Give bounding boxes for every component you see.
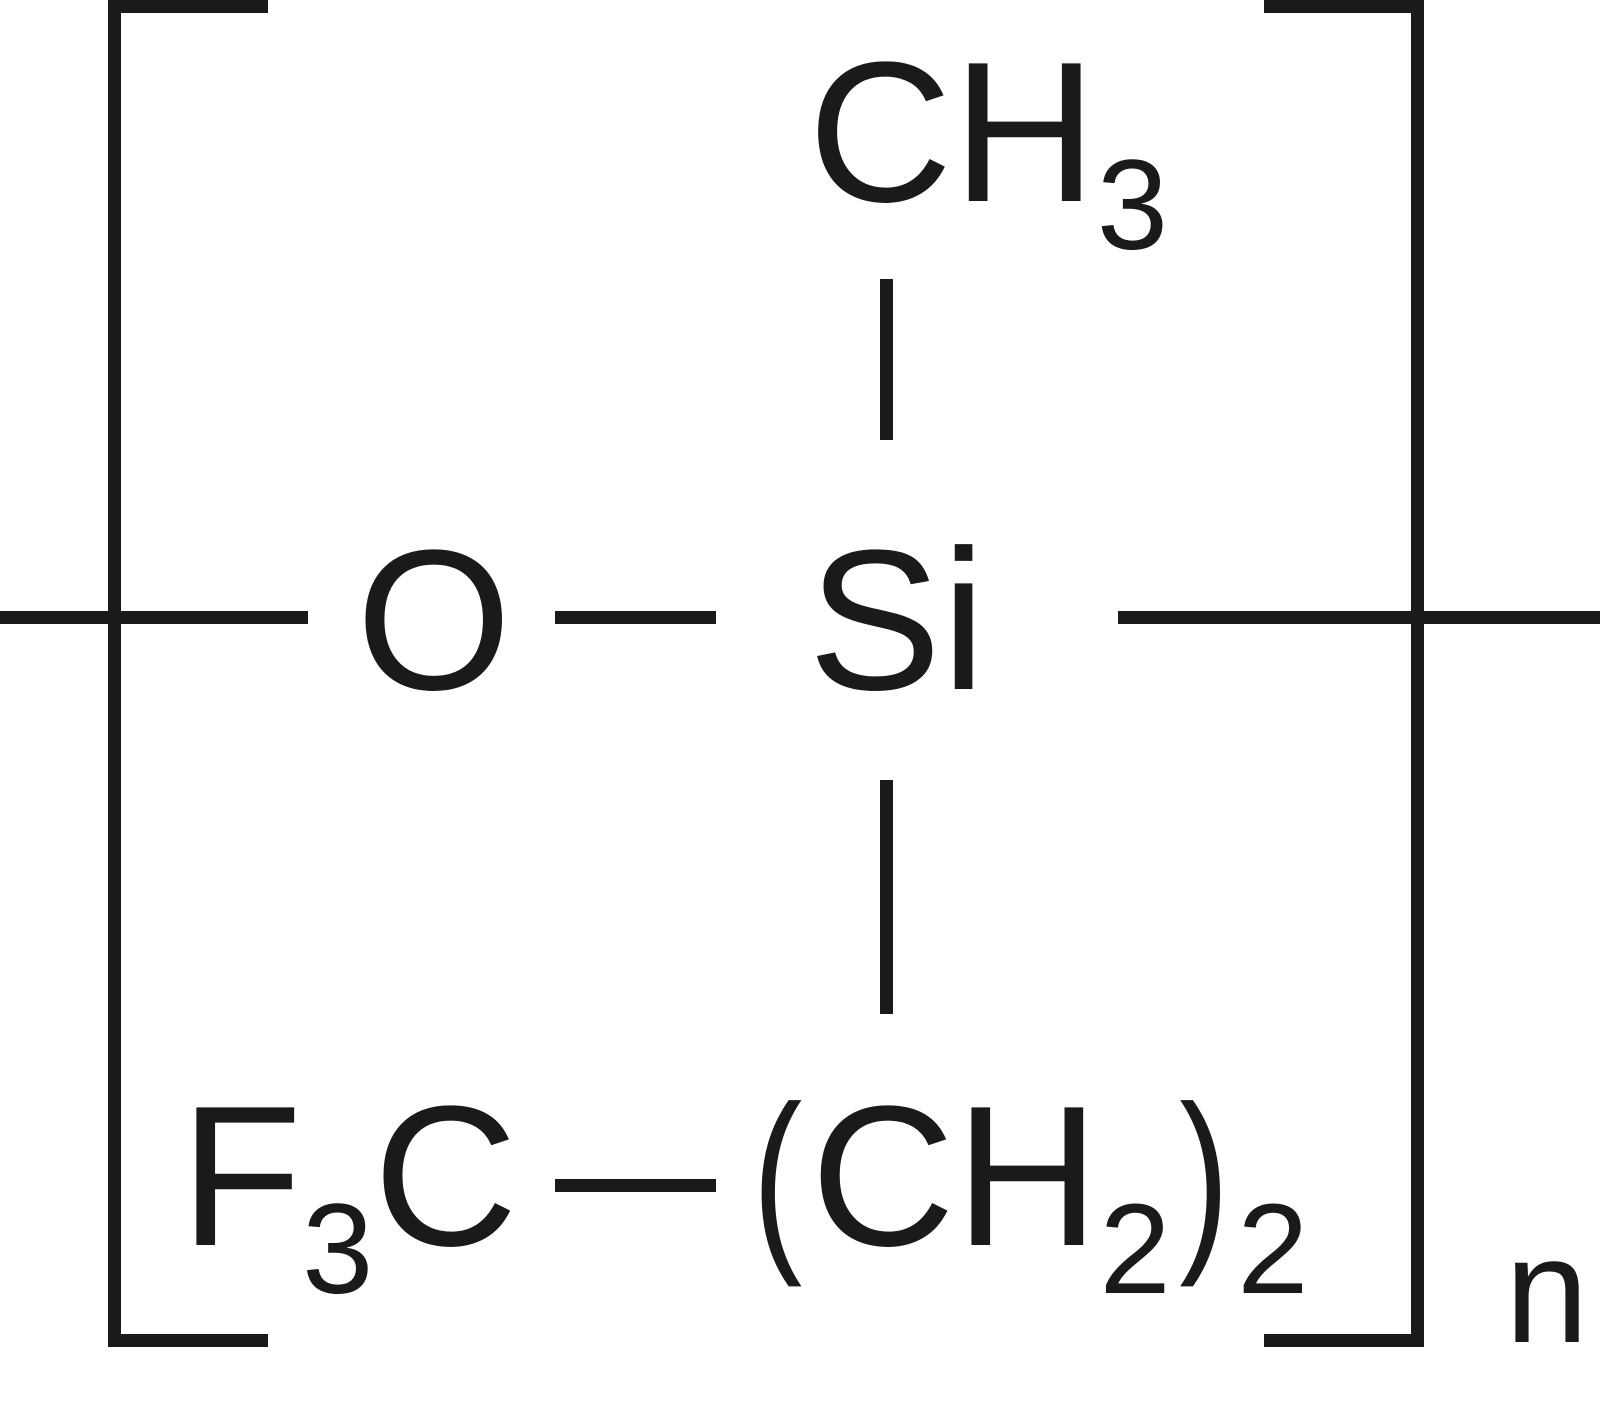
right-bracket-bottom-serif bbox=[1264, 1334, 1424, 1347]
ethylene-inner-subscript: 2 bbox=[1099, 1178, 1171, 1321]
bond-left-terminal bbox=[0, 611, 308, 624]
bond-cf3-ch2 bbox=[555, 1179, 716, 1192]
right-bracket-vertical bbox=[1411, 0, 1424, 1347]
group-trifluoromethyl: F3C bbox=[180, 1077, 518, 1314]
bond-o-si bbox=[555, 611, 716, 624]
group-methyl: CH3 bbox=[808, 33, 1168, 270]
left-bracket-vertical bbox=[108, 0, 121, 1347]
repeat-index-n: n bbox=[1505, 1206, 1589, 1374]
cf3-c: C bbox=[373, 1065, 518, 1288]
close-paren: ) bbox=[1178, 1065, 1229, 1288]
bond-si-ch2 bbox=[880, 780, 893, 1014]
ethylene-ch: CH bbox=[810, 1065, 1100, 1288]
group-ethylene: (CH2)2 bbox=[744, 1065, 1308, 1314]
cf3-subscript: 3 bbox=[302, 1178, 374, 1321]
cf3-f: F bbox=[180, 1065, 303, 1288]
bond-si-ch3 bbox=[880, 279, 893, 440]
open-paren: ( bbox=[752, 1065, 803, 1288]
left-bracket-bottom-serif bbox=[108, 1334, 268, 1347]
atom-oxygen: O bbox=[356, 509, 512, 732]
ethylene-outer-subscript: 2 bbox=[1237, 1178, 1309, 1321]
left-bracket-top-serif bbox=[108, 0, 268, 13]
bond-si-right-terminal bbox=[1118, 611, 1600, 624]
methyl-ch: CH bbox=[808, 21, 1097, 244]
atom-silicon: Si bbox=[808, 509, 986, 732]
methyl-subscript: 3 bbox=[1096, 134, 1169, 277]
right-bracket-top-serif bbox=[1264, 0, 1424, 13]
